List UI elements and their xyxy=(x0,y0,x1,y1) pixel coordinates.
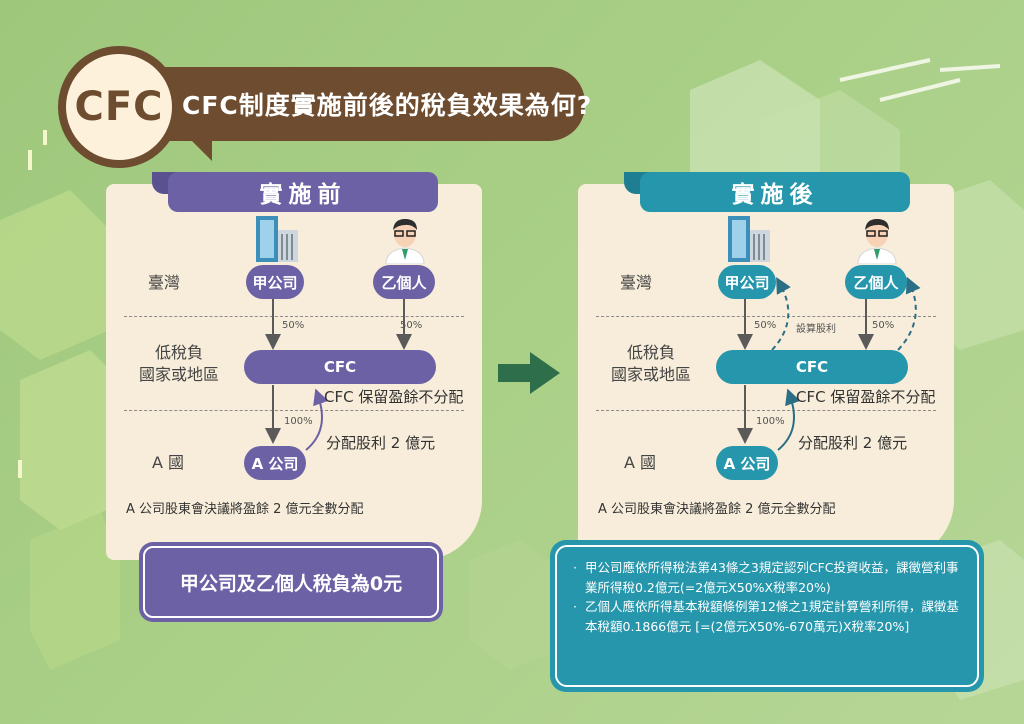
bullet-dot: · xyxy=(573,560,577,575)
before-header: 實施前 xyxy=(168,172,438,212)
after-row-low-tax: 低稅負 國家或地區 xyxy=(610,343,691,384)
after-divider-top xyxy=(596,316,936,317)
businessman-icon xyxy=(857,219,897,264)
after-person-b: 乙個人 xyxy=(845,265,907,299)
building-icon xyxy=(256,216,298,262)
after-dividend-note: 分配股利 2 億元 xyxy=(798,434,908,452)
after-result-box: · 甲公司應依所得稅法第43條之3規定認列CFC投資收益，課徵營利事業所得稅0.… xyxy=(550,540,984,692)
before-divider-bottom xyxy=(124,410,464,411)
before-footer: A 公司股東會決議將盈餘 2 億元全數分配 xyxy=(126,502,364,517)
after-company-a: 甲公司 xyxy=(718,265,776,299)
after-header: 實施後 xyxy=(640,172,910,212)
before-row-taiwan: 臺灣 xyxy=(148,273,181,292)
after-pct-down: 100% xyxy=(756,416,785,427)
after-deemed-dividend: 設算股利 xyxy=(796,324,836,335)
after-pct-right: 50% xyxy=(872,320,895,331)
before-retain-note: CFC 保留盈餘不分配 xyxy=(324,388,464,406)
after-pct-left: 50% xyxy=(754,320,777,331)
before-dividend-note: 分配股利 2 億元 xyxy=(326,434,436,452)
before-cfc: CFC xyxy=(244,350,436,384)
businessman-icon xyxy=(385,219,425,264)
before-row-country-a: A 國 xyxy=(152,453,185,472)
before-result-box: 甲公司及乙個人稅負為0元 xyxy=(139,542,443,622)
building-icon xyxy=(728,216,770,262)
after-a-company: A 公司 xyxy=(716,446,778,480)
before-divider-top xyxy=(124,316,464,317)
before-a-company: A 公司 xyxy=(244,446,306,480)
before-result-text: 甲公司及乙個人稅負為0元 xyxy=(143,546,439,618)
page-title: CFC制度實施前後的稅負效果為何? xyxy=(182,91,593,120)
cfc-badge-label: CFC xyxy=(66,54,172,160)
after-result-item: · 乙個人應依所得基本稅額條例第12條之1規定計算營利所得，課徵基本稅額0.18… xyxy=(573,597,967,636)
after-row-taiwan: 臺灣 xyxy=(620,273,653,292)
title-banner-tail xyxy=(186,135,212,161)
after-retain-note: CFC 保留盈餘不分配 xyxy=(796,388,936,406)
before-person-b: 乙個人 xyxy=(373,265,435,299)
before-pct-left: 50% xyxy=(282,320,305,331)
after-result-item-text: 乙個人應依所得基本稅額條例第12條之1規定計算營利所得，課徵基本稅額0.1866… xyxy=(585,599,959,634)
before-company-a: 甲公司 xyxy=(246,265,304,299)
before-pct-right: 50% xyxy=(400,320,423,331)
after-footer: A 公司股東會決議將盈餘 2 億元全數分配 xyxy=(598,502,836,517)
before-row-low-tax: 低稅負 國家或地區 xyxy=(138,343,219,384)
after-result-item: · 甲公司應依所得稅法第43條之3規定認列CFC投資收益，課徵營利事業所得稅0.… xyxy=(573,558,967,597)
after-divider-bottom xyxy=(596,410,936,411)
title-banner xyxy=(138,67,585,141)
cfc-badge: CFC xyxy=(58,46,180,168)
before-pct-down: 100% xyxy=(284,416,313,427)
after-result-list: · 甲公司應依所得稅法第43條之3規定認列CFC投資收益，課徵營利事業所得稅0.… xyxy=(555,545,979,687)
after-row-country-a: A 國 xyxy=(624,453,657,472)
right-arrow-icon xyxy=(498,352,560,394)
bullet-dot: · xyxy=(573,599,577,614)
after-result-item-text: 甲公司應依所得稅法第43條之3規定認列CFC投資收益，課徵營利事業所得稅0.2億… xyxy=(585,560,959,595)
after-cfc: CFC xyxy=(716,350,908,384)
